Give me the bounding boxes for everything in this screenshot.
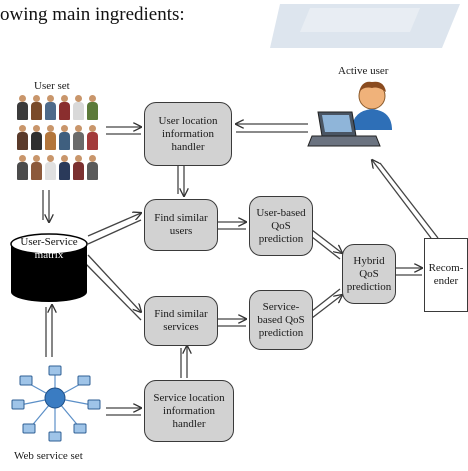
user-set-people-icon	[16, 95, 102, 185]
service-location-handler-box: Service location information handler	[144, 380, 234, 442]
intro-text: owing main ingredients:	[0, 4, 185, 25]
service-based-qos-box: Service- based QoS prediction	[249, 290, 313, 350]
web-service-network-icon	[11, 365, 101, 442]
watermark-logo	[270, 4, 460, 48]
user-set-label: User set	[34, 80, 70, 92]
database-label-line1: User-Service	[20, 236, 78, 248]
database-label-line2: matrix	[34, 249, 64, 261]
active-user-icon	[307, 81, 392, 147]
find-similar-services-box: Find similar services	[144, 296, 218, 346]
arrow-db-to-similar-users	[87, 213, 141, 237]
web-service-set-label: Web service set	[14, 450, 83, 462]
arrow-user-qos-to-hybrid	[311, 229, 342, 253]
hybrid-qos-box: Hybrid QoS prediction	[342, 244, 396, 304]
find-similar-users-box: Find similar users	[144, 199, 218, 251]
user-based-qos-box: User-based QoS prediction	[249, 196, 313, 256]
user-location-handler-box: User location information handler	[144, 102, 232, 166]
database-label: User-Service matrix	[11, 236, 87, 262]
active-user-label: Active user	[338, 65, 389, 77]
arrow-service-qos-to-hybrid	[311, 295, 342, 319]
recommender-box: Recom- ender	[424, 238, 468, 312]
database-icon	[10, 233, 88, 302]
arrow-db-to-similar-services	[87, 254, 141, 312]
arrow-recommender-to-active-user	[372, 160, 432, 239]
